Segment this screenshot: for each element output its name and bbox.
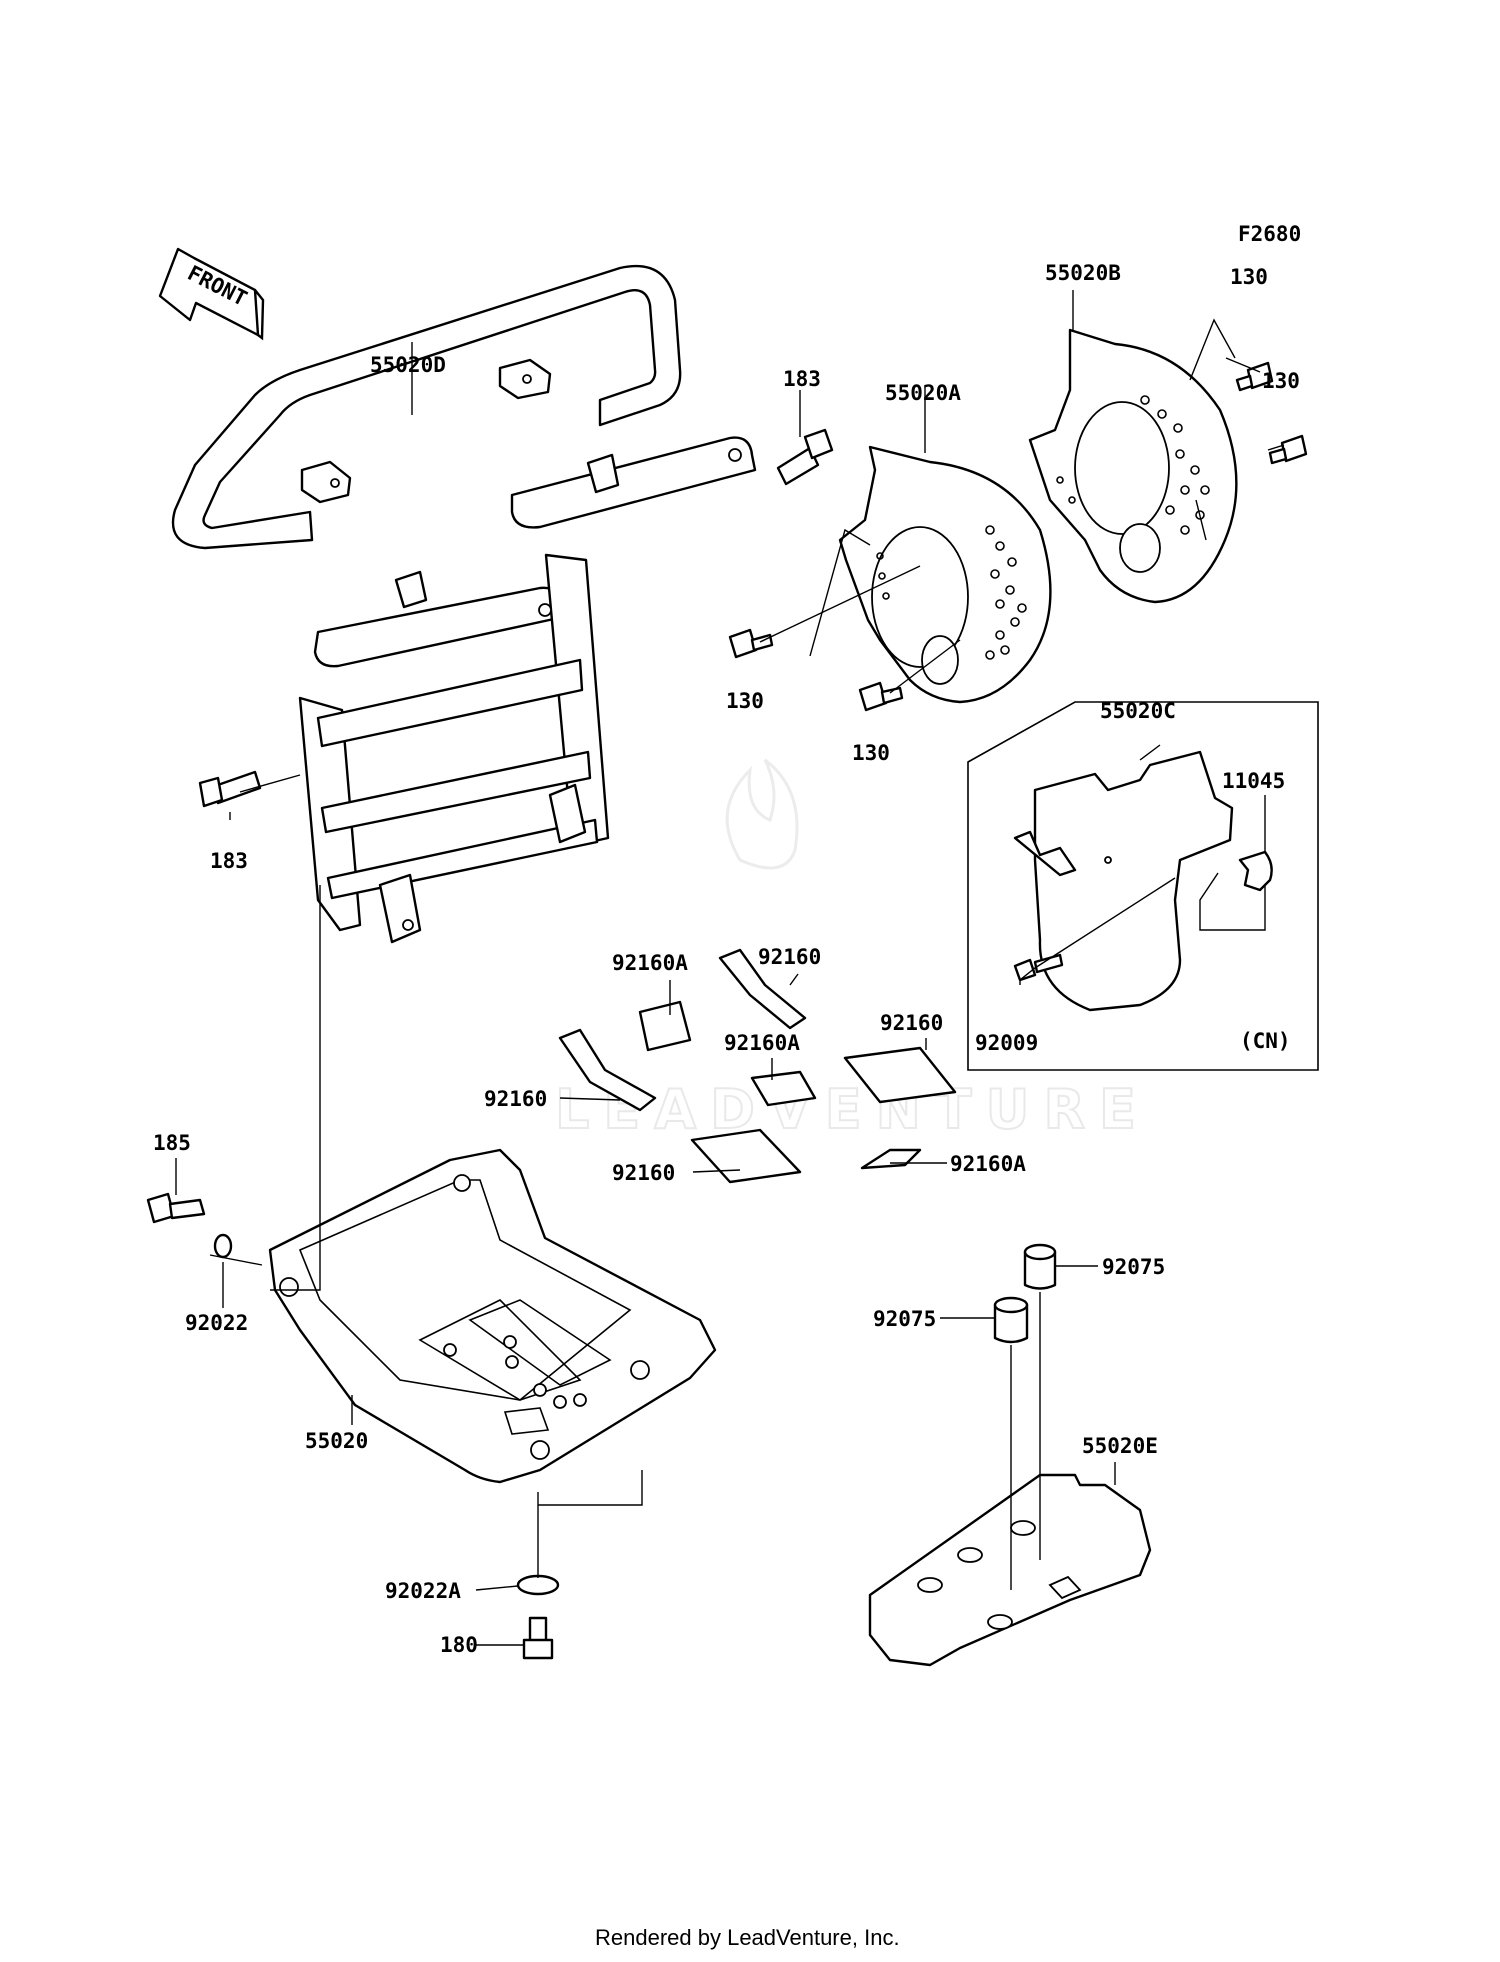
label-92160a-2: 92160A [724, 1031, 800, 1055]
label-185: 185 [153, 1131, 191, 1155]
label-92009: 92009 [975, 1031, 1038, 1055]
label-130-b1: 130 [1230, 265, 1268, 289]
label-55020e: 55020E [1082, 1434, 1158, 1458]
bolt-130-part [728, 361, 1308, 712]
label-183-left: 183 [210, 849, 248, 873]
front-arrow-icon: FRONT [158, 247, 265, 341]
front-guard-part [171, 264, 757, 944]
label-130-a1: 130 [726, 689, 764, 713]
bolt-183-left-part [198, 770, 262, 808]
label-92160-1: 92160 [758, 945, 821, 969]
diagram-code: F2680 [1238, 222, 1301, 246]
label-92160a-1: 92160A [612, 951, 688, 975]
plate-e-part [868, 1473, 1152, 1667]
bolt-180-part [522, 1616, 554, 1660]
callout-labels: 55020D 183 183 55020A 55020B 130 130 130… [153, 261, 1300, 1657]
label-92160-4: 92160 [612, 1161, 675, 1185]
label-92160a-3: 92160A [950, 1152, 1026, 1176]
label-55020: 55020 [305, 1429, 368, 1453]
cover-b-part [1028, 328, 1238, 604]
bolt-183-top-part [776, 428, 834, 486]
label-55020c: 55020C [1100, 699, 1176, 723]
label-92160-3: 92160 [484, 1087, 547, 1111]
cover-c-box [967, 701, 1319, 1071]
watermark: LEADVENTURE [554, 758, 1150, 1142]
label-cn: (CN) [1240, 1029, 1291, 1053]
watermark-text: LEADVENTURE [555, 1078, 1150, 1141]
label-92022: 92022 [185, 1311, 248, 1335]
label-55020a: 55020A [885, 381, 961, 405]
label-92075-2: 92075 [873, 1307, 936, 1331]
cover-a-part [838, 445, 1052, 704]
skid-plate-part [268, 1148, 717, 1484]
washer-92022a-part [516, 1574, 560, 1596]
damper-part [993, 1243, 1057, 1344]
washer-92022-part [213, 1233, 233, 1259]
label-92075-1: 92075 [1102, 1255, 1165, 1279]
label-180: 180 [440, 1633, 478, 1657]
label-92160-2: 92160 [880, 1011, 943, 1035]
bolt-185-part [146, 1192, 206, 1224]
label-55020d: 55020D [370, 353, 446, 377]
label-11045: 11045 [1222, 769, 1285, 793]
label-130-a2: 130 [852, 741, 890, 765]
label-183-top: 183 [783, 367, 821, 391]
label-130-b2: 130 [1262, 369, 1300, 393]
footer-credit: Rendered by LeadVenture, Inc. [595, 1925, 900, 1950]
leader-lines [175, 290, 1285, 1646]
label-55020b: 55020B [1045, 261, 1121, 285]
label-92022a: 92022A [385, 1579, 461, 1603]
pads-part [558, 948, 957, 1184]
